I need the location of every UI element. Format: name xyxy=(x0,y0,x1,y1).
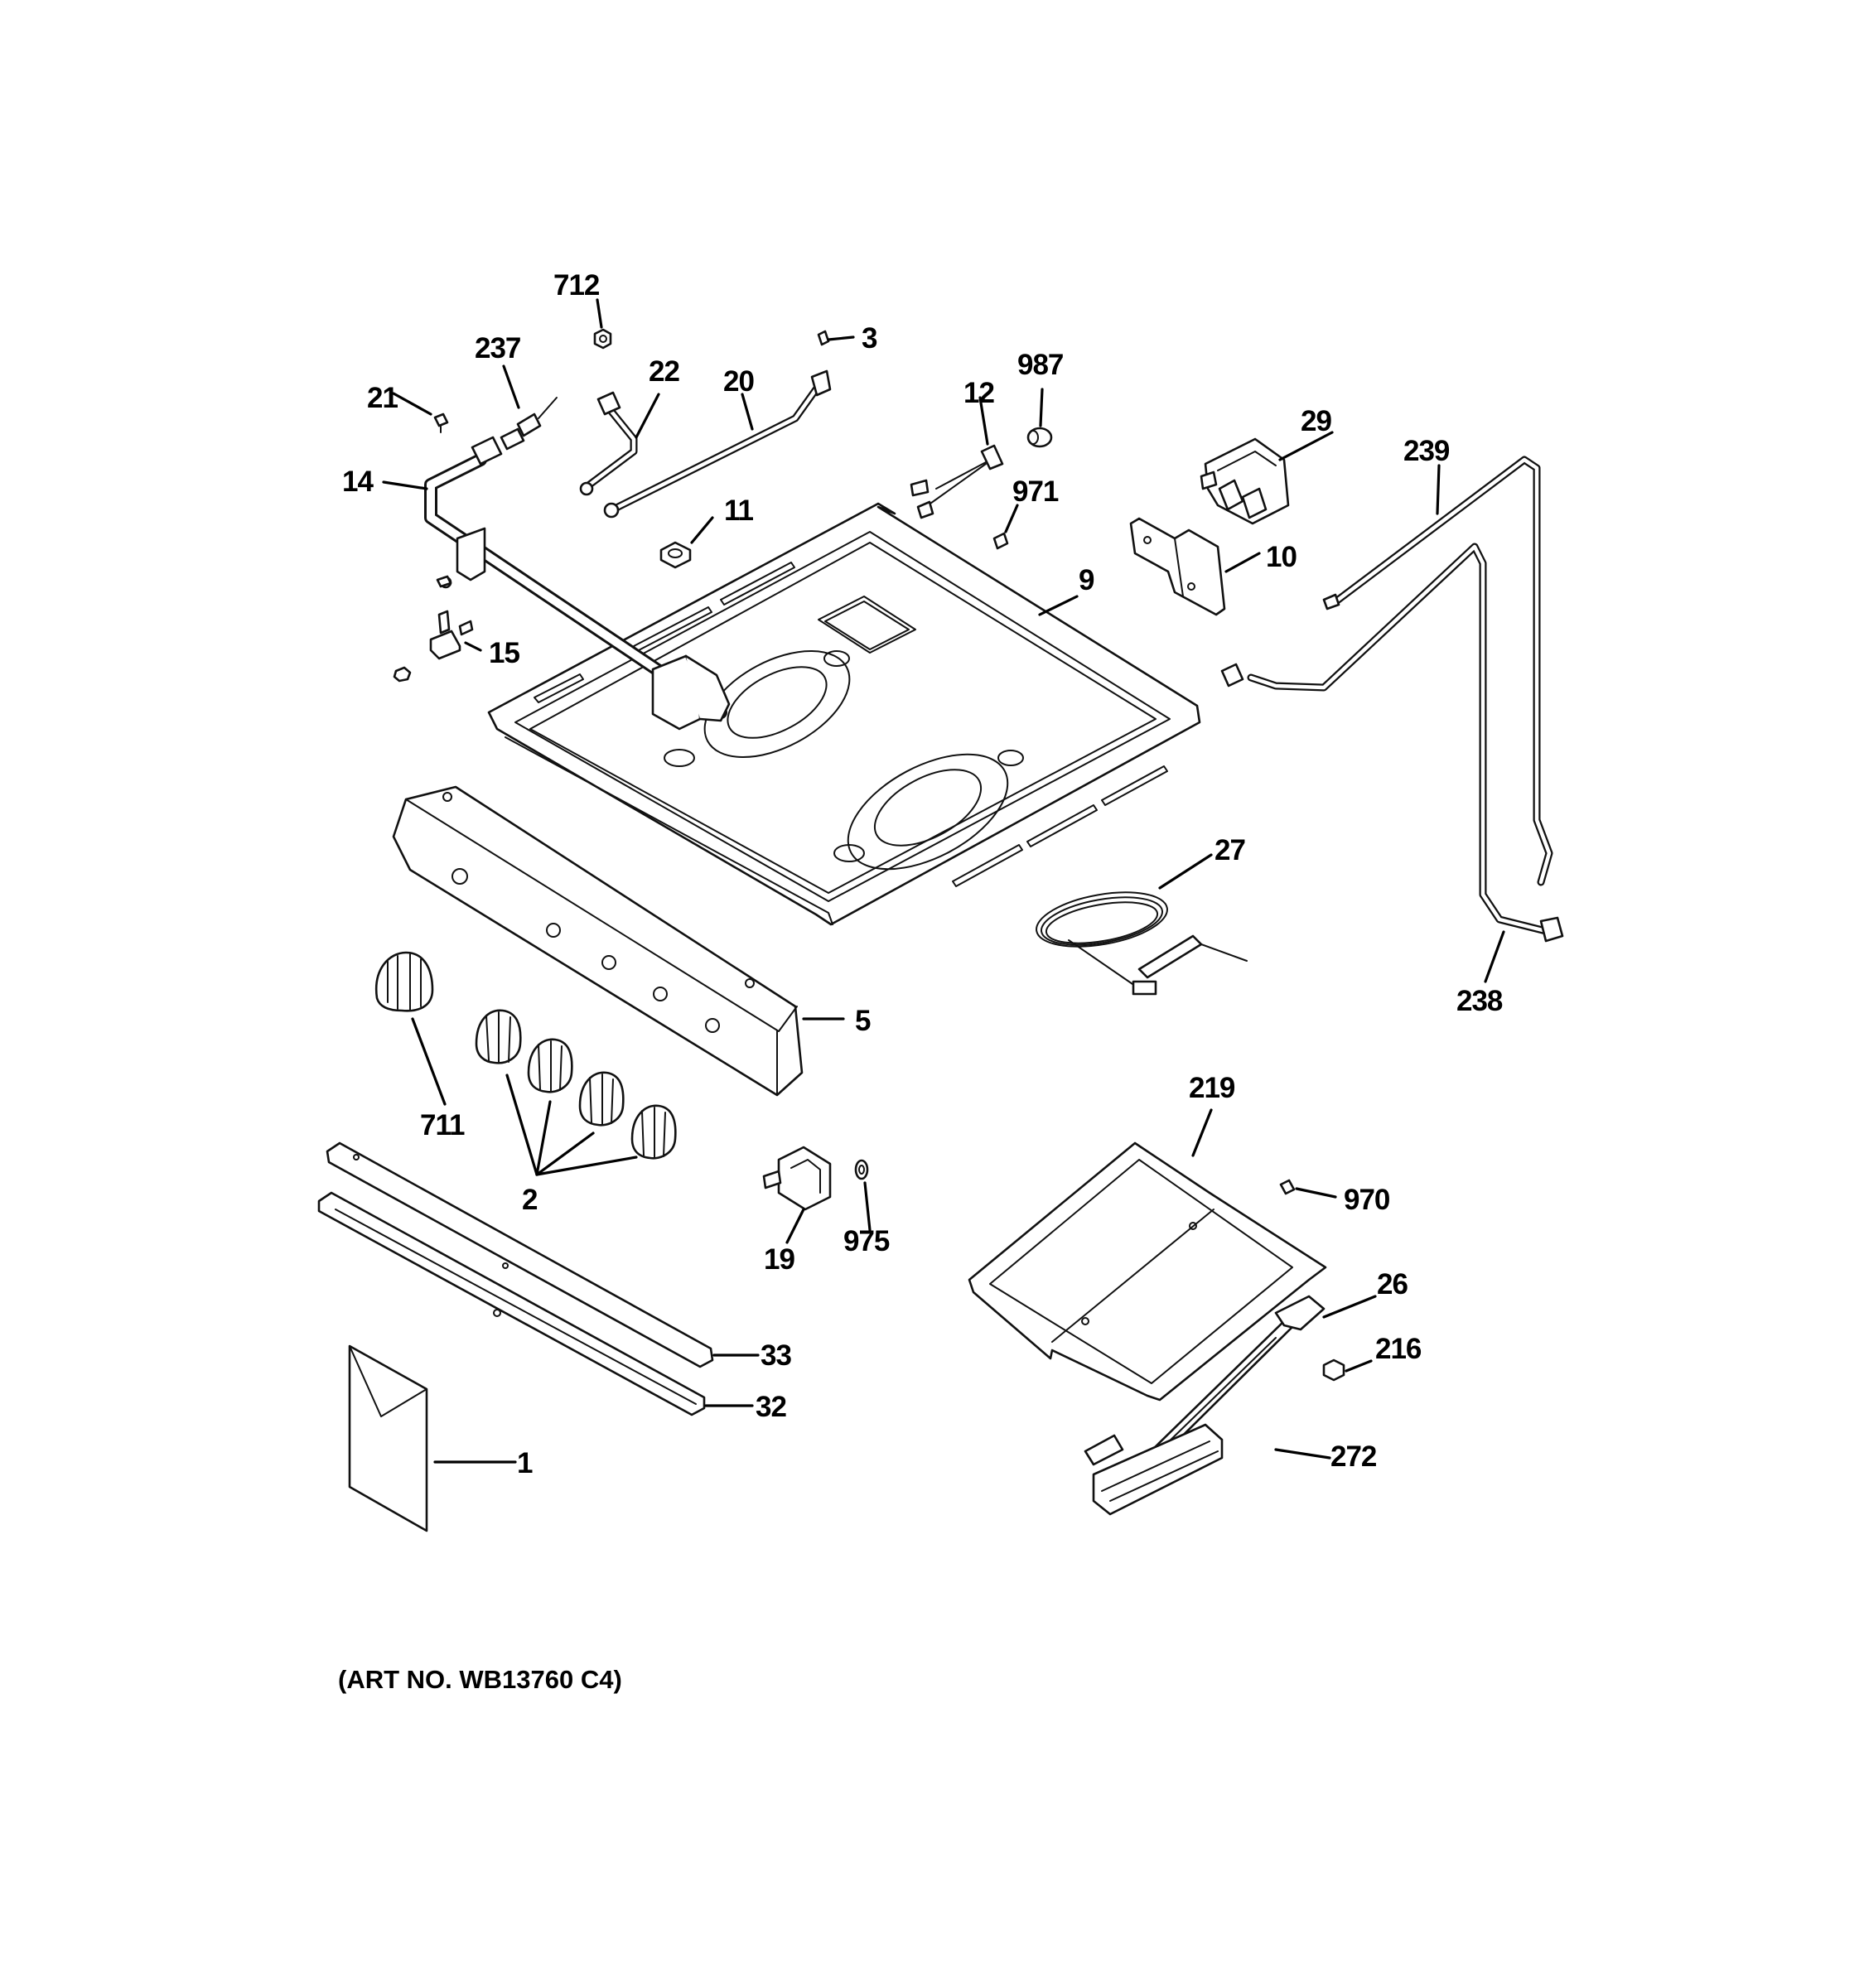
part-219-shield xyxy=(968,1141,1327,1402)
callout-5: 5 xyxy=(855,1005,871,1037)
callout-975: 975 xyxy=(843,1225,890,1257)
part-971-screw xyxy=(992,532,1009,550)
part-239-gas-tube xyxy=(1322,456,1553,886)
callout-216: 216 xyxy=(1375,1333,1422,1365)
callout-9: 9 xyxy=(1079,564,1094,596)
leader-lines xyxy=(382,298,1505,1464)
callout-33: 33 xyxy=(761,1339,791,1372)
part-15-switch xyxy=(393,575,474,683)
callout-712: 712 xyxy=(553,269,600,302)
part-5-control-panel xyxy=(392,785,804,1097)
part-970-screw xyxy=(1279,1179,1296,1195)
callout-14: 14 xyxy=(342,466,374,498)
callout-26: 26 xyxy=(1377,1268,1408,1300)
callout-239: 239 xyxy=(1403,435,1450,467)
part-21-nut xyxy=(433,413,449,433)
callout-711: 711 xyxy=(420,1109,465,1141)
part-2-knobs xyxy=(475,1009,677,1160)
part-27-thermostat xyxy=(1036,891,1248,996)
part-19-switch xyxy=(762,1146,832,1211)
part-22-tube xyxy=(579,391,638,496)
part-711-knob xyxy=(374,951,434,1012)
callout-219: 219 xyxy=(1189,1072,1235,1104)
callout-15: 15 xyxy=(489,637,519,669)
part-1-literature xyxy=(348,1344,428,1532)
part-29-valve xyxy=(1200,437,1290,525)
part-237-fitting xyxy=(471,397,558,466)
callout-21: 21 xyxy=(367,382,398,414)
part-33-trim-strip xyxy=(326,1141,714,1368)
part-3-orifice xyxy=(817,330,830,346)
part-10-bracket xyxy=(1129,517,1226,616)
callout-11: 11 xyxy=(724,495,754,527)
callout-237: 237 xyxy=(475,332,520,364)
callout-238: 238 xyxy=(1456,985,1503,1017)
callout-29: 29 xyxy=(1301,405,1331,437)
callout-12: 12 xyxy=(963,377,994,409)
callout-labels: 712 3 237 22 20 987 12 21 29 239 14 971 … xyxy=(342,269,1504,1479)
callout-1: 1 xyxy=(517,1447,533,1479)
callout-987: 987 xyxy=(1017,349,1063,381)
part-12-electrode xyxy=(910,444,1004,519)
callout-10: 10 xyxy=(1266,541,1297,573)
callout-20: 20 xyxy=(723,365,754,398)
callout-27: 27 xyxy=(1214,834,1245,866)
callout-970: 970 xyxy=(1344,1184,1390,1216)
part-11-nut xyxy=(659,541,692,569)
part-987-grommet xyxy=(1026,427,1053,448)
part-14-manifold-pipe xyxy=(424,453,731,731)
part-975-washer xyxy=(854,1159,869,1180)
part-712-nut xyxy=(593,328,612,350)
callout-3: 3 xyxy=(862,322,877,355)
callout-2: 2 xyxy=(522,1184,538,1216)
callout-19: 19 xyxy=(764,1243,794,1276)
callout-32: 32 xyxy=(756,1391,786,1423)
part-216-nut xyxy=(1322,1358,1345,1382)
part-238-gas-tube xyxy=(1220,543,1564,943)
callout-971: 971 xyxy=(1012,475,1059,508)
part-9-base-pan xyxy=(487,502,1201,926)
part-32-trim-strip xyxy=(317,1191,706,1416)
part-272-support xyxy=(1084,1423,1224,1516)
callout-22: 22 xyxy=(649,355,679,388)
art-number: (ART NO. WB13760 C4) xyxy=(338,1665,622,1694)
part-20-tube xyxy=(603,369,832,519)
callout-272: 272 xyxy=(1330,1440,1377,1473)
